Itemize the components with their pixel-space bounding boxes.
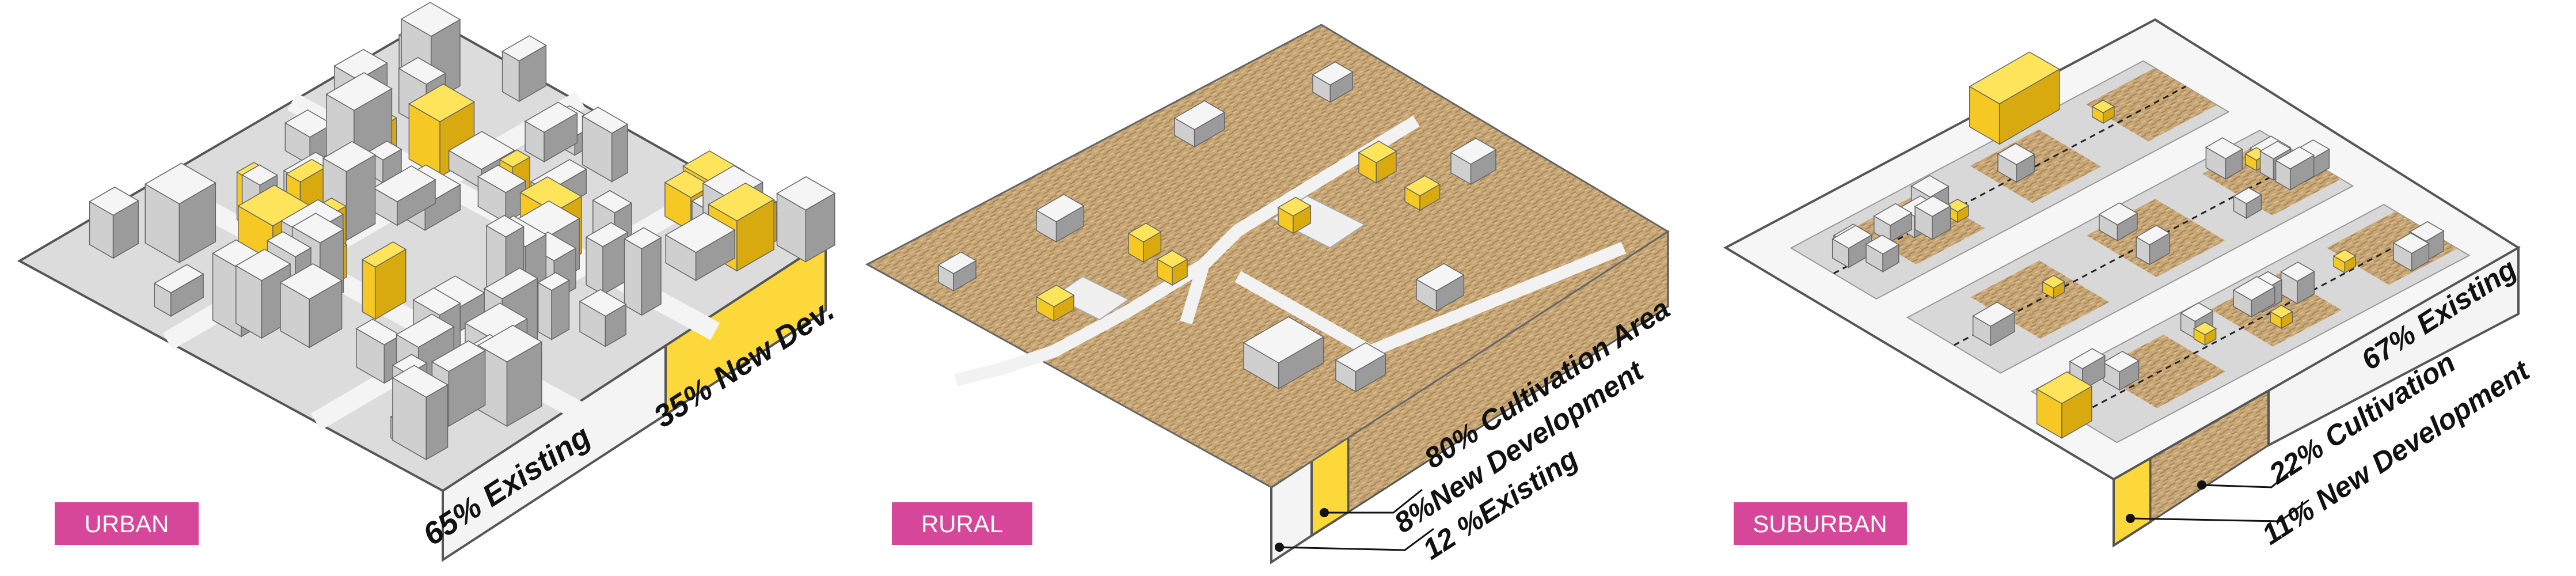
existing-building bbox=[1173, 100, 1226, 148]
cultivation-patch bbox=[2086, 67, 2217, 142]
existing-building bbox=[1997, 143, 2035, 183]
existing-building bbox=[373, 165, 436, 226]
urban-tag-text: URBAN bbox=[84, 510, 169, 537]
urban-panel: 65% Existing 35% New Dev. URBAN bbox=[17, 2, 841, 562]
existing-building bbox=[392, 365, 449, 461]
existing-building bbox=[2135, 225, 2171, 266]
lot-line bbox=[2073, 229, 2427, 418]
rural-panel: 80% Cultivation Area 8%New Development 1… bbox=[865, 24, 1675, 566]
suburban-tag: SUBURBAN bbox=[1734, 502, 1907, 545]
rural-tag-text: RURAL bbox=[921, 510, 1003, 537]
existing-building bbox=[153, 264, 204, 317]
rural-top-face bbox=[865, 24, 1670, 488]
new-building bbox=[1404, 175, 1441, 211]
existing-building bbox=[664, 212, 736, 282]
new-building bbox=[2091, 99, 2115, 124]
existing-building bbox=[1415, 263, 1465, 312]
new-building bbox=[1035, 285, 1075, 322]
new-building bbox=[2036, 371, 2093, 439]
existing-building bbox=[2205, 137, 2243, 180]
existing-building bbox=[2233, 187, 2262, 219]
suburban-blocks bbox=[1789, 60, 2471, 444]
existing-building bbox=[1865, 234, 1900, 272]
existing-building bbox=[501, 35, 547, 103]
suburban-leader-lines bbox=[2126, 467, 2309, 523]
rural-leader-lines bbox=[1275, 488, 1434, 552]
road bbox=[954, 259, 1207, 386]
new-building bbox=[1156, 250, 1188, 286]
existing-building bbox=[1873, 203, 1913, 243]
existing-building bbox=[537, 272, 570, 340]
suburban-panel: 67% Existing 22% Cultivation 11% New Dev… bbox=[1723, 18, 2536, 551]
new-building bbox=[2269, 305, 2293, 329]
existing-building bbox=[477, 164, 527, 223]
rural-tag: RURAL bbox=[892, 502, 1032, 545]
new-building bbox=[2332, 249, 2357, 274]
existing-building bbox=[1914, 195, 1952, 240]
existing-building bbox=[1335, 342, 1387, 393]
existing-building bbox=[2098, 202, 2138, 242]
existing-building bbox=[1972, 301, 2016, 347]
existing-building bbox=[1450, 138, 1497, 185]
existing-building bbox=[581, 107, 629, 183]
existing-building bbox=[2280, 262, 2315, 305]
existing-building bbox=[144, 162, 216, 264]
existing-building bbox=[579, 289, 627, 347]
new-building bbox=[2193, 321, 2217, 346]
existing-building bbox=[937, 251, 977, 292]
existing-building bbox=[1243, 316, 1325, 390]
existing-building bbox=[1832, 225, 1873, 268]
existing-building bbox=[2275, 146, 2315, 191]
existing-building bbox=[1035, 194, 1085, 243]
new-building bbox=[1277, 196, 1312, 234]
existing-building bbox=[1312, 61, 1354, 103]
existing-building bbox=[477, 324, 543, 427]
new-building bbox=[1358, 141, 1397, 184]
new-building bbox=[2041, 275, 2066, 300]
new-building bbox=[1969, 51, 2061, 145]
existing-building bbox=[89, 186, 139, 259]
existing-building bbox=[279, 263, 343, 348]
suburban-buildings bbox=[1832, 51, 2445, 439]
existing-building bbox=[524, 101, 578, 163]
suburban-tag-text: SUBURBAN bbox=[1753, 510, 1887, 537]
existing-building bbox=[585, 222, 629, 295]
existing-building bbox=[624, 227, 662, 316]
existing-building bbox=[2392, 232, 2430, 272]
new-building bbox=[361, 241, 407, 320]
road bbox=[1180, 115, 1420, 325]
existing-building bbox=[776, 176, 836, 263]
new-building bbox=[1127, 222, 1162, 263]
existing-building bbox=[2232, 276, 2276, 318]
rural-buildings bbox=[937, 61, 1497, 393]
urban-tag: URBAN bbox=[55, 502, 199, 545]
urban-buildings bbox=[89, 2, 836, 461]
